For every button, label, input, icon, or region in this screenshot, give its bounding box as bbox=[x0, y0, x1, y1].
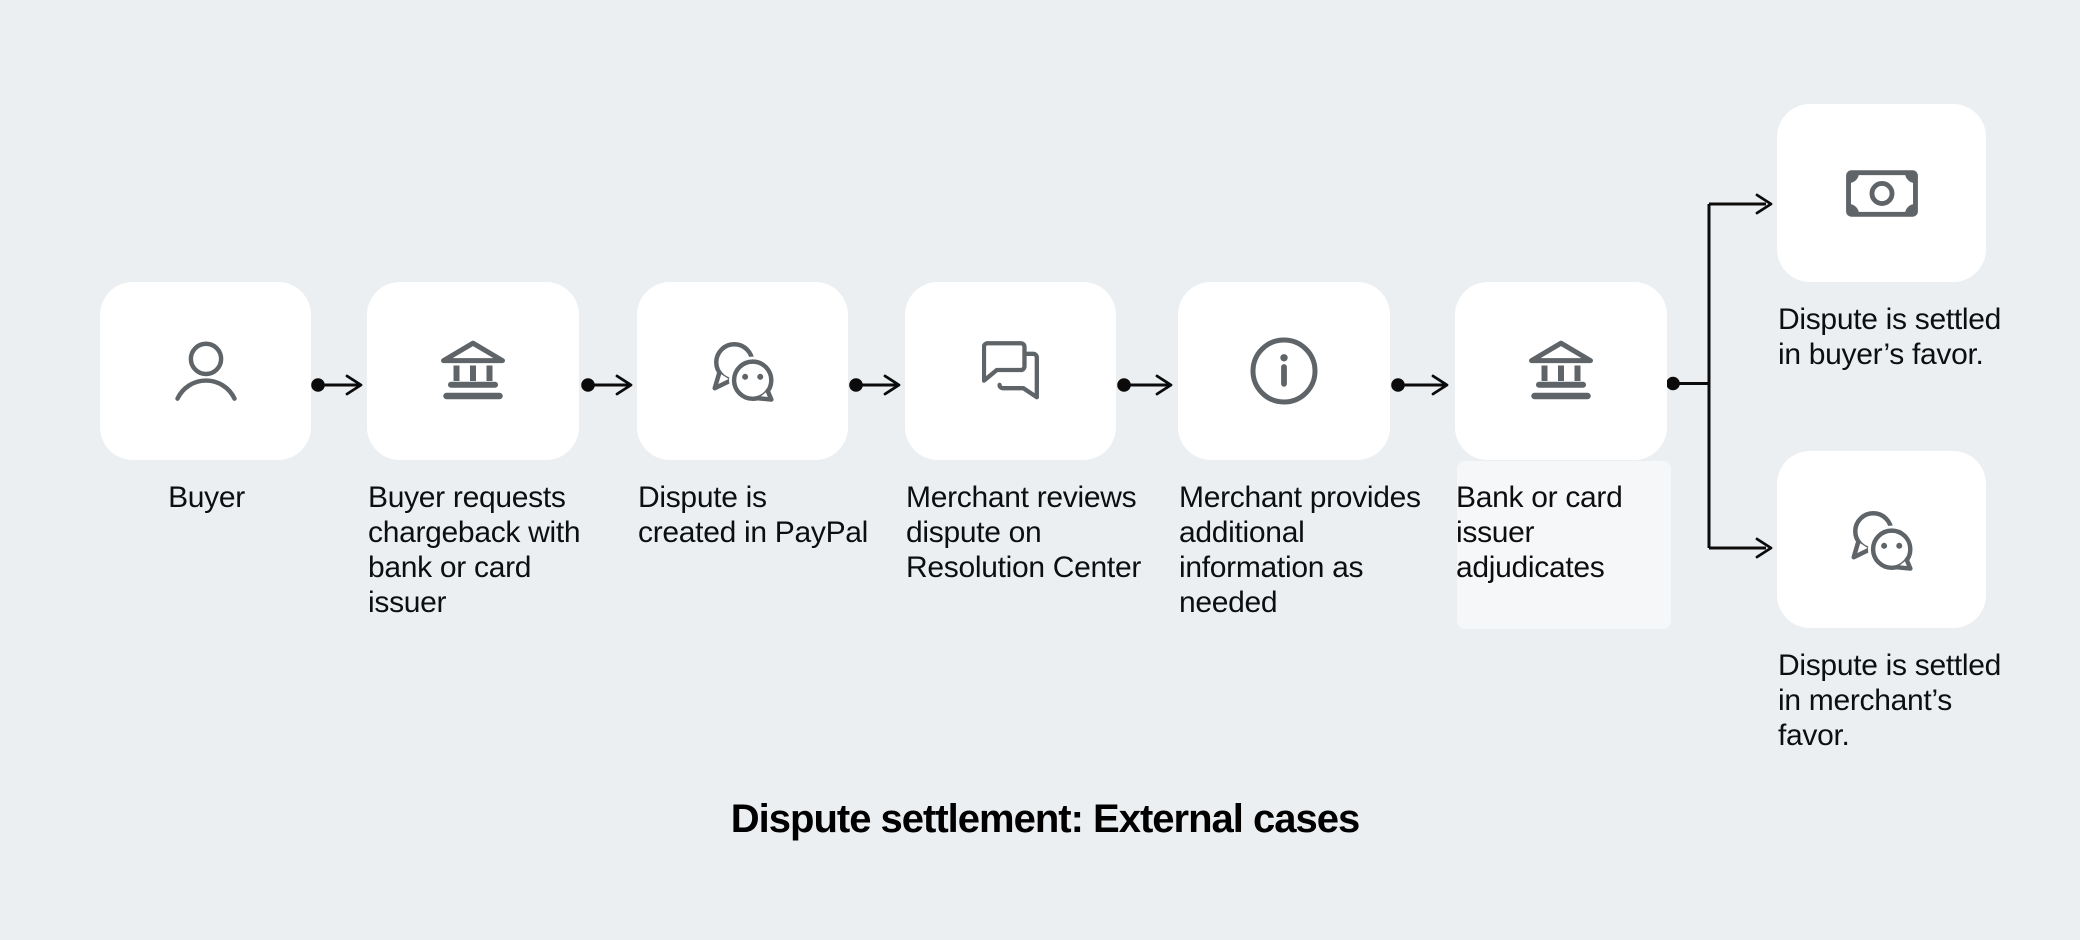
arrowhead-icon bbox=[1155, 374, 1173, 396]
node-card bbox=[367, 282, 579, 460]
faint-highlight-rect bbox=[1457, 461, 1671, 629]
info-icon bbox=[1249, 336, 1319, 406]
bank-icon bbox=[439, 340, 507, 402]
chat-bubbles-icon bbox=[1849, 509, 1915, 571]
node-card bbox=[1455, 282, 1667, 460]
node-label: Merchant reviews dispute on Resolution C… bbox=[906, 481, 1142, 584]
node-label: Buyer requests chargeback with bank or c… bbox=[368, 481, 581, 619]
arrowhead-icon bbox=[1431, 374, 1449, 396]
node-label: Buyer bbox=[168, 481, 245, 514]
node-label: Dispute is created in PayPal bbox=[638, 481, 869, 549]
connector-dot bbox=[311, 378, 325, 392]
diagram-title: Dispute settlement: External cases bbox=[730, 797, 1360, 841]
node-card bbox=[1777, 104, 1986, 282]
connector-dot bbox=[581, 378, 595, 392]
arrowhead-icon bbox=[883, 374, 901, 396]
money-icon bbox=[1845, 169, 1918, 217]
arrowhead-icon bbox=[1755, 193, 1773, 215]
connector-dot bbox=[849, 378, 863, 392]
node-label: Dispute is settled in buyer’s favor. bbox=[1778, 303, 2002, 371]
connector-dot bbox=[1391, 378, 1405, 392]
connector-dot bbox=[1666, 376, 1680, 391]
connector-dot bbox=[1117, 378, 1131, 392]
node-label: Dispute is settled in merchant’s favor. bbox=[1778, 649, 2002, 752]
arrowhead-icon bbox=[615, 374, 633, 396]
node-card bbox=[637, 282, 848, 460]
node-card bbox=[100, 282, 311, 460]
arrowhead-icon bbox=[345, 374, 363, 396]
node-card bbox=[1777, 451, 1986, 628]
chat-squares-icon bbox=[981, 341, 1040, 401]
person-icon bbox=[174, 340, 237, 402]
node-card bbox=[905, 282, 1116, 460]
node-card bbox=[1178, 282, 1390, 460]
node-label: Bank or card issuer adjudicates bbox=[1456, 481, 1623, 584]
node-label: Merchant provides additional information… bbox=[1179, 481, 1421, 619]
chat-bubbles-icon bbox=[710, 340, 776, 402]
bank-icon bbox=[1527, 340, 1595, 402]
arrowhead-icon bbox=[1755, 537, 1773, 559]
